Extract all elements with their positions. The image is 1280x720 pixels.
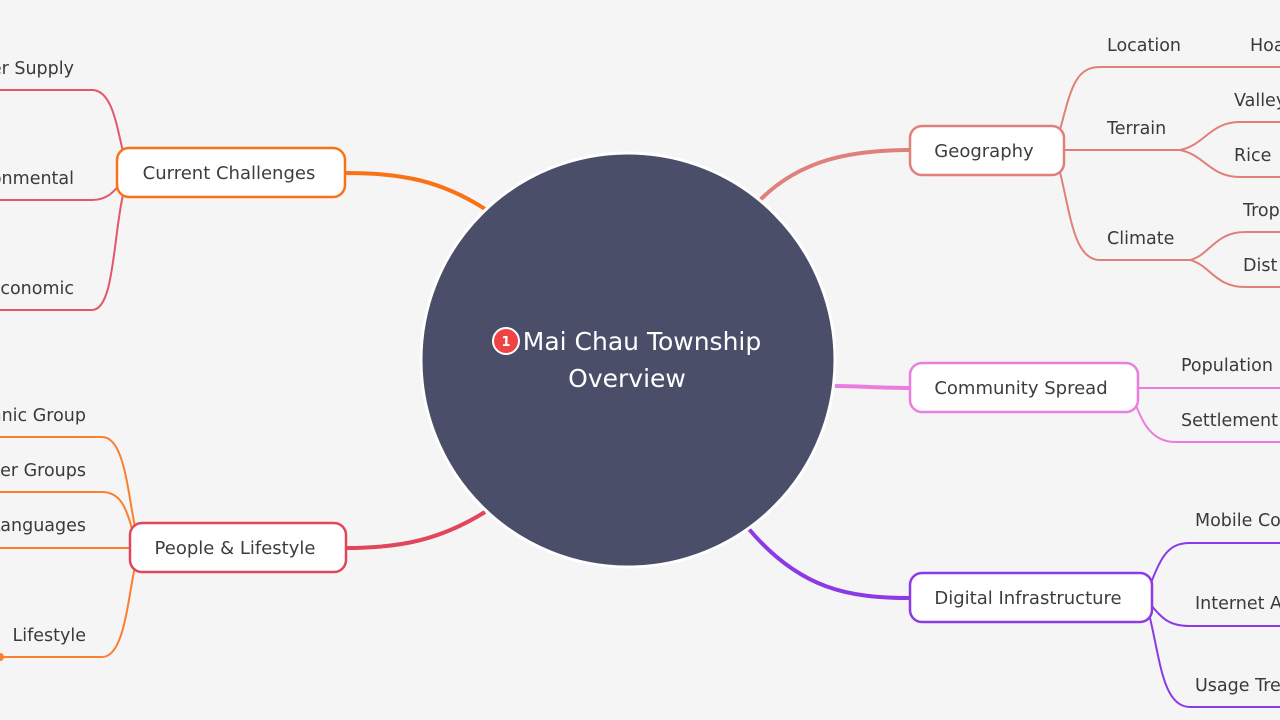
community-leaves: Population Settlement xyxy=(1181,356,1278,431)
edge-digital-mobile xyxy=(1144,542,1280,599)
leaf-economic[interactable]: Economic xyxy=(0,279,74,299)
node-box-community xyxy=(908,361,1140,414)
edge-climate-trop xyxy=(1189,231,1280,261)
center-badge: 1 xyxy=(492,327,520,355)
edge-center-community xyxy=(832,384,911,390)
challenges-leaves: Water Supply Environmental Economic xyxy=(0,59,74,299)
node-geography[interactable]: Geography xyxy=(908,124,1066,177)
badge-number: 1 xyxy=(501,335,510,350)
leaf-terrain-rice[interactable]: Rice xyxy=(1234,146,1271,166)
leaf-environmental[interactable]: Environmental xyxy=(0,169,74,189)
center-node[interactable]: 1 Mai Chau Township Overview xyxy=(419,151,837,569)
node-box-challenges xyxy=(115,146,347,199)
leaf-settlement[interactable]: Settlement xyxy=(1181,411,1278,431)
leaf-climate[interactable]: Climate xyxy=(1107,229,1174,249)
leaf-mobile[interactable]: Mobile Co xyxy=(1195,511,1280,531)
node-community-spread[interactable]: Community Spread xyxy=(908,361,1140,414)
node-label-community: Community Spread xyxy=(934,378,1107,399)
people-leaves: Ethnic Group Other Groups Languages Life… xyxy=(0,406,86,661)
edge-terrain-rice xyxy=(1179,149,1280,178)
leaf-terrain[interactable]: Terrain xyxy=(1106,119,1166,139)
center-circle xyxy=(419,151,837,569)
leaf-other-groups[interactable]: Other Groups xyxy=(0,461,86,481)
node-people-lifestyle[interactable]: People & Lifestyle xyxy=(128,521,348,574)
leaf-ethnic-group[interactable]: Ethnic Group xyxy=(0,406,86,426)
leaf-water-supply[interactable]: Water Supply xyxy=(0,59,74,79)
leaf-climate-trop[interactable]: Trop xyxy=(1242,201,1280,221)
badge-circle xyxy=(492,327,520,355)
edge-climate-dist xyxy=(1189,259,1280,288)
leaf-lifestyle[interactable]: Lifestyle xyxy=(12,626,86,646)
node-box-people xyxy=(128,521,348,574)
edge-center-challenges xyxy=(345,171,487,211)
node-label-digital: Digital Infrastructure xyxy=(934,588,1121,609)
leaf-location-hoa[interactable]: Hoa xyxy=(1250,36,1280,56)
leaf-climate-dist[interactable]: Dist xyxy=(1243,256,1277,276)
geography-leaves: Location Hoa Terrain Valley Rice Climate… xyxy=(1106,36,1280,276)
leaf-population[interactable]: Population xyxy=(1181,356,1273,376)
edge-center-people xyxy=(345,510,487,550)
digital-leaves: Mobile Co Internet A Usage Tre xyxy=(1195,511,1280,696)
center-title-line2: Overview xyxy=(568,364,686,393)
node-box-geography xyxy=(908,124,1066,177)
edge-center-digital xyxy=(746,526,911,600)
leaf-usage[interactable]: Usage Tre xyxy=(1195,676,1280,696)
node-digital-infrastructure[interactable]: Digital Infrastructure xyxy=(908,571,1154,624)
leaf-terrain-valley[interactable]: Valley xyxy=(1234,91,1280,111)
leaf-internet[interactable]: Internet A xyxy=(1195,594,1280,614)
leaf-languages[interactable]: Languages xyxy=(0,516,86,536)
node-current-challenges[interactable]: Current Challenges xyxy=(115,146,347,199)
node-label-geography: Geography xyxy=(934,141,1034,162)
center-title-line1: Mai Chau Township xyxy=(523,327,762,356)
leaf-location[interactable]: Location xyxy=(1107,36,1181,56)
node-box-digital xyxy=(908,571,1154,624)
edge-center-geography xyxy=(758,148,911,202)
lifestyle-collapse-dot[interactable] xyxy=(0,653,4,661)
node-label-challenges: Current Challenges xyxy=(143,163,316,184)
edge-challenges-water xyxy=(0,89,131,174)
node-label-people: People & Lifestyle xyxy=(155,538,316,559)
edge-terrain-valley xyxy=(1179,121,1280,151)
